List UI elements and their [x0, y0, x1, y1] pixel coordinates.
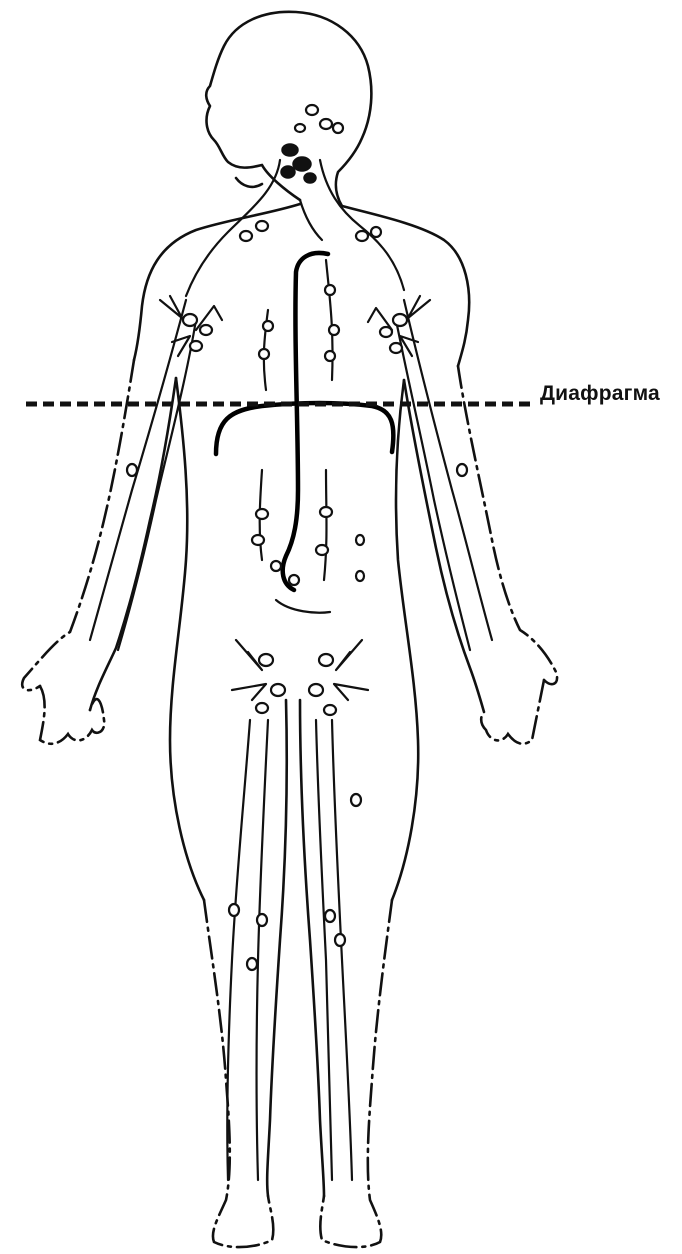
left-arm-inner [90, 378, 176, 710]
right-leg-vessel-a [332, 720, 352, 1180]
cervical-node [295, 124, 305, 132]
lymph-vessels [90, 160, 492, 1180]
axillary-node [390, 343, 402, 353]
thoracic-duct-group [216, 253, 393, 590]
cervical-node [281, 166, 295, 178]
left-axilla-branch-a [160, 296, 182, 318]
abdominal-node [356, 535, 364, 545]
abdomen-chain-right [324, 470, 327, 580]
right-groin-branch-b [334, 684, 368, 700]
thoracic-node [263, 321, 273, 331]
right-leg-outer [320, 900, 392, 1247]
right-arm-vessel-a [404, 300, 492, 640]
axillary-node [190, 341, 202, 351]
left-leg-inner [267, 700, 287, 1196]
cervical-node [293, 157, 311, 171]
axillary-node [200, 325, 212, 335]
abdominal-node [316, 545, 328, 555]
abdominal-node [256, 509, 268, 519]
ear-outline [236, 178, 262, 187]
inguinal-node [309, 684, 323, 696]
neck-vessel-center [300, 200, 322, 240]
left-leg-vessel-b [257, 720, 269, 1180]
right-flank [392, 380, 418, 900]
cervical-node [333, 123, 343, 133]
inguinal-node [324, 705, 336, 715]
subclavian-node [356, 231, 368, 241]
body-outline [22, 12, 557, 1247]
leg-node [247, 958, 257, 970]
inguinal-node [271, 684, 285, 696]
thoracic-node [325, 351, 335, 361]
thoracic-duct [283, 253, 328, 590]
diaphragm-arc [216, 403, 393, 454]
pelvic-connector [276, 600, 330, 613]
leg-node [257, 914, 267, 926]
subclavian-node [256, 221, 268, 231]
neck-vessel-right [320, 160, 404, 290]
diaphragm-label: Диафрагма [540, 382, 660, 406]
leg-node [335, 934, 345, 946]
right-groin-branch-a [336, 640, 362, 670]
subclavian-node [240, 231, 252, 241]
cervical-node [320, 119, 332, 129]
thoracic-node [329, 325, 339, 335]
arm-node [127, 464, 137, 476]
left-shoulder [134, 204, 300, 360]
abdominal-node [289, 575, 299, 585]
abdominal-node [320, 507, 332, 517]
lymph-nodes [127, 105, 467, 970]
left-flank [170, 378, 204, 900]
cervical-node [282, 144, 298, 156]
right-arm-outer [458, 366, 557, 684]
thoracic-node [325, 285, 335, 295]
right-hand [481, 680, 544, 744]
abdominal-node [271, 561, 281, 571]
leg-node [229, 904, 239, 916]
cervical-node [304, 173, 316, 183]
abdominal-node [252, 535, 264, 545]
subclavian-node [371, 227, 381, 237]
left-leg-vessel-a [227, 720, 250, 1180]
left-leg-outer [204, 900, 273, 1247]
axillary-node [183, 314, 197, 326]
thoracic-node [259, 349, 269, 359]
left-groin-branch-a [236, 640, 262, 670]
leg-node [325, 910, 335, 922]
axillary-node [380, 327, 392, 337]
abdominal-node [356, 571, 364, 581]
left-groin-branch-b [232, 684, 266, 700]
right-axilla-branch-a [408, 296, 430, 318]
axillary-node [393, 314, 407, 326]
leg-node [351, 794, 361, 806]
right-leg-inner [300, 700, 324, 1196]
arm-node [457, 464, 467, 476]
inguinal-node [259, 654, 273, 666]
cervical-node [306, 105, 318, 115]
inguinal-node [256, 703, 268, 713]
inguinal-node [319, 654, 333, 666]
